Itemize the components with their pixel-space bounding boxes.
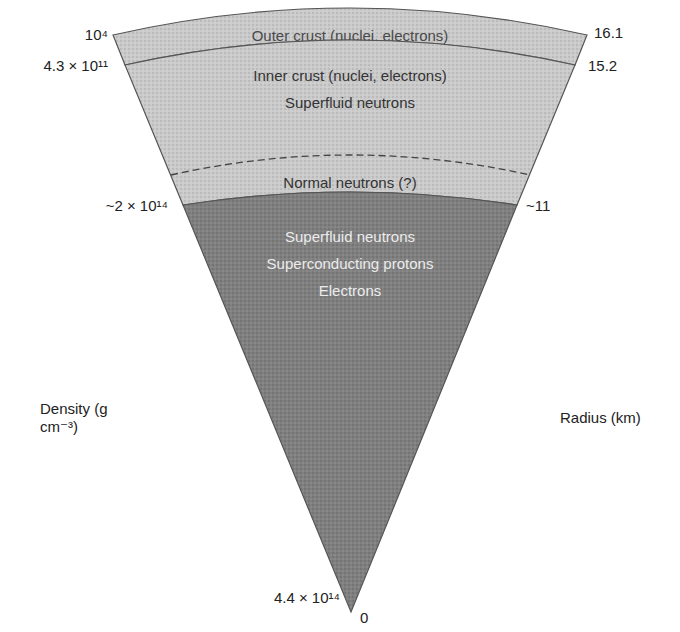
band-outline — [183, 192, 517, 612]
scale-label: 4.4 × 10¹⁴ — [274, 589, 340, 607]
scale-label: Radius (km) — [560, 409, 641, 427]
layer-text: Inner crust (nuclei, electrons) — [253, 67, 446, 84]
scale-label: 4.3 × 10¹¹ — [43, 57, 108, 75]
scale-label: 16.1 — [594, 24, 623, 42]
scale-label: Density (g cm⁻³) — [40, 400, 130, 436]
band-outline — [125, 40, 575, 205]
layer-band: Inner crust (nuclei, electrons) Superflui… — [122, 38, 578, 208]
layer-text: Superconducting protons — [267, 255, 434, 272]
band-shape — [180, 190, 520, 615]
layer-text: Superfluid neutrons — [285, 228, 415, 245]
scale-label: ~2 × 10¹⁴ — [106, 197, 168, 215]
scale-label: 0 — [360, 609, 368, 627]
layer-text: Normal neutrons (?) — [283, 174, 416, 191]
layer-band: Superfluid neutronsSuperconducting proto… — [180, 190, 520, 615]
scale-label: 10⁴ — [85, 26, 108, 44]
scale-label: 15.2 — [588, 57, 617, 75]
layer-text: Superfluid neutrons — [285, 94, 415, 111]
dashed-boundary — [171, 155, 530, 175]
layer-text: Electrons — [319, 282, 382, 299]
scale-label: ~11 — [526, 197, 550, 215]
